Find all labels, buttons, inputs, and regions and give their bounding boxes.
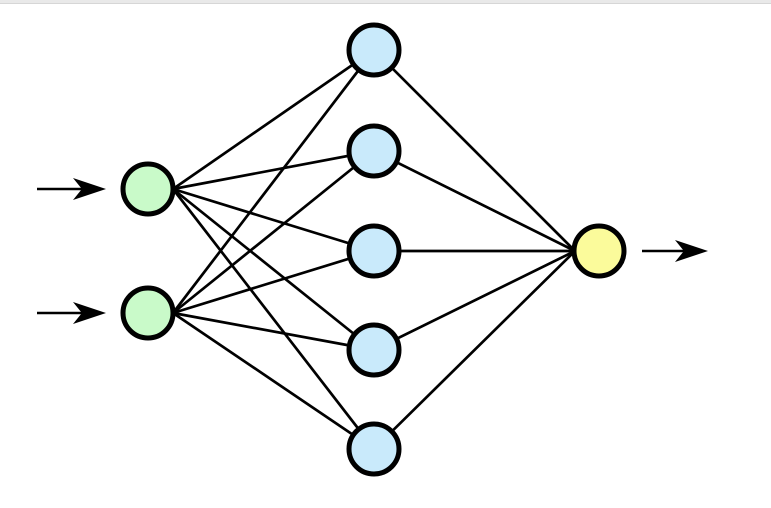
edge-hidden-output — [373, 149, 576, 253]
output-arrow-head-icon — [675, 240, 708, 262]
hidden-node — [346, 22, 402, 78]
edge-input-hidden — [172, 311, 375, 352]
edge-hidden-output — [373, 249, 576, 352]
input-arrow-head-icon — [73, 302, 106, 324]
hidden-node — [346, 123, 402, 179]
edge-input-hidden — [172, 48, 375, 191]
edge-hidden-output — [373, 49, 576, 252]
edge-input-hidden — [172, 149, 375, 315]
input-arrow-head-icon — [73, 178, 106, 200]
input-node — [120, 285, 176, 341]
edge-input-hidden — [172, 149, 375, 191]
hidden-node — [346, 322, 402, 378]
window-top-edge — [0, 0, 771, 4]
edge-hidden-output — [373, 250, 576, 450]
hidden-node — [346, 223, 402, 279]
output-node — [571, 223, 627, 279]
hidden-node — [346, 421, 402, 477]
input-node — [120, 161, 176, 217]
edge-input-hidden — [172, 187, 375, 352]
edge-input-hidden — [172, 249, 375, 315]
edge-input-hidden — [171, 49, 376, 314]
edge-input-hidden — [172, 311, 375, 451]
edge-input-hidden — [171, 188, 376, 450]
edge-input-hidden — [172, 187, 375, 253]
